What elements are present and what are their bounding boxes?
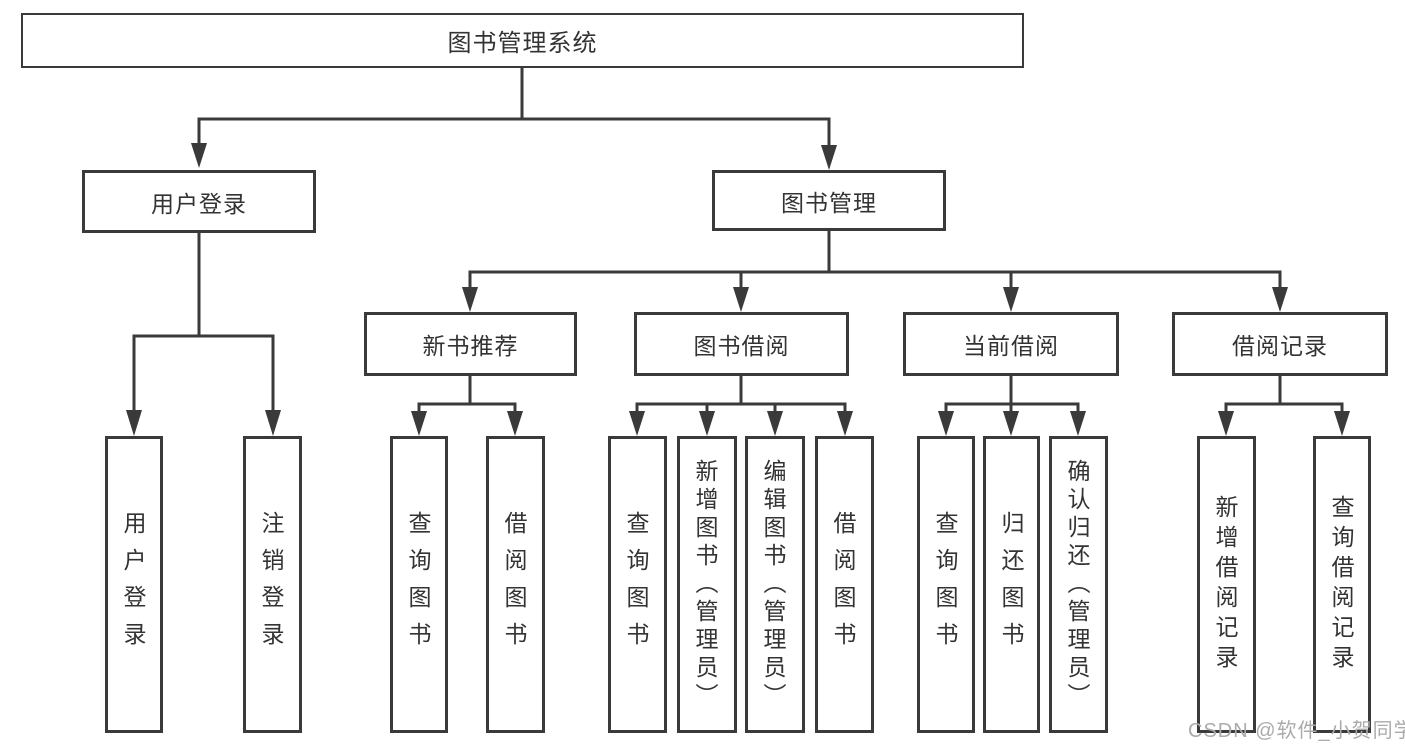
connector-borrow-records — [1218, 374, 1350, 436]
leaf-user-login: 用户登录 — [105, 436, 163, 733]
node-user-login: 用户登录 — [82, 170, 316, 233]
connector-book-borrow — [629, 374, 853, 436]
csdn-watermark: CSDN @软件_小贺同学 — [1188, 720, 1405, 742]
connector-user-login — [126, 231, 281, 436]
leaf-query-books-recommend: 查询图书 — [390, 436, 448, 733]
leaf-add-book-admin: 新增图书（管理员） — [677, 436, 737, 733]
leaf-edit-book-admin: 编辑图书（管理员） — [745, 436, 805, 733]
leaf-borrow-books-recommend: 借阅图书 — [486, 436, 545, 733]
connector-book-mgmt — [462, 229, 1288, 312]
node-new-book-recommend: 新书推荐 — [364, 312, 577, 376]
leaf-return-book: 归还图书 — [983, 436, 1040, 733]
connector-new-book-recommend — [411, 374, 523, 436]
leaf-query-books-current: 查询图书 — [917, 436, 975, 733]
node-current-borrow: 当前借阅 — [903, 312, 1119, 376]
leaf-query-borrow-record: 查询借阅记录 — [1313, 436, 1371, 733]
node-book-borrow: 图书借阅 — [634, 312, 849, 376]
node-borrow-records: 借阅记录 — [1172, 312, 1388, 376]
leaf-confirm-return-admin: 确认归还（管理员） — [1049, 436, 1108, 733]
connector-root — [191, 66, 837, 170]
node-book-management: 图书管理 — [712, 170, 946, 231]
leaf-borrow-books: 借阅图书 — [815, 436, 874, 733]
leaf-logout: 注销登录 — [243, 436, 302, 733]
node-root-library-system: 图书管理系统 — [21, 13, 1024, 68]
connector-current-borrow — [938, 374, 1086, 436]
leaf-add-borrow-record: 新增借阅记录 — [1197, 436, 1256, 733]
leaf-query-books-borrow: 查询图书 — [608, 436, 667, 733]
